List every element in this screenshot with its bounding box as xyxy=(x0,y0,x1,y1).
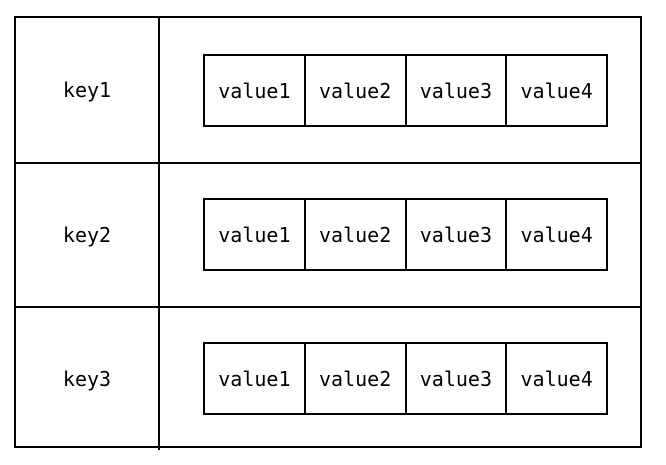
value-cell: value3 xyxy=(404,200,506,269)
value-list: value1 value2 value3 value4 xyxy=(203,198,608,271)
key-value-diagram: key1 value1 value2 value3 value4 key2 va… xyxy=(14,16,642,450)
key-cell: key2 xyxy=(16,164,160,306)
value-cell: value4 xyxy=(505,200,606,269)
value-cell: value1 xyxy=(218,222,291,247)
value-cell: value3 xyxy=(404,344,506,413)
key-cell: key3 xyxy=(16,308,160,450)
key-row-1: key1 value1 value2 value3 value4 xyxy=(16,18,640,162)
value-cell: value4 xyxy=(505,56,606,125)
value-cell: value3 xyxy=(404,56,506,125)
value-cell: value2 xyxy=(303,344,405,413)
key-cell: key1 xyxy=(16,18,160,162)
value-cell: value2 xyxy=(303,56,405,125)
value-cell: value1 xyxy=(218,366,291,391)
key-row-2: key2 value1 value2 value3 value4 xyxy=(16,162,640,306)
value-cell: value2 xyxy=(303,200,405,269)
value-cell: value1 xyxy=(218,78,291,103)
value-cell: value4 xyxy=(505,344,606,413)
value-list: value1 value2 value3 value4 xyxy=(203,342,608,415)
key-row-3: key3 value1 value2 value3 value4 xyxy=(16,306,640,450)
value-list: value1 value2 value3 value4 xyxy=(203,54,608,127)
